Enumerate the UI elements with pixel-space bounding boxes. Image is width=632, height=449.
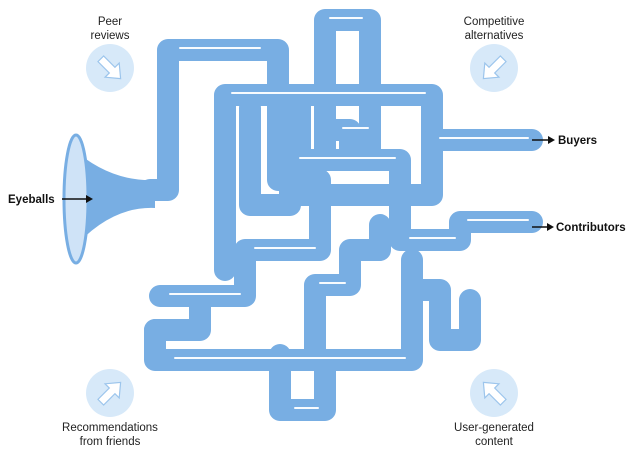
peer-reviews-input: Peer reviews — [86, 16, 134, 92]
pipe-bottom-loop — [269, 344, 336, 421]
recommendations-label-line2: from friends — [80, 436, 141, 448]
competitive-alternatives-input: Competitive alternatives — [464, 16, 525, 92]
arrow-down-left-icon — [482, 55, 507, 80]
eyeballs-arrow-head — [86, 195, 93, 203]
recommendations-label-line1: Recommendations — [62, 422, 158, 434]
arrow-up-left-icon — [482, 381, 507, 406]
user-generated-content-label-line2: content — [475, 436, 514, 448]
competitive-alternatives-label-line2: alternatives — [465, 30, 524, 42]
maze-pipes — [139, 9, 543, 421]
arrow-down-right-icon — [97, 55, 122, 80]
contributors-output: Contributors — [532, 222, 626, 234]
eyeballs-input: Eyeballs — [8, 194, 93, 206]
user-generated-content-input: User-generated content — [454, 369, 534, 448]
pipe-lower-loop — [144, 279, 481, 371]
pipe-highlights — [169, 17, 529, 409]
user-generated-content-label-line1: User-generated — [454, 422, 534, 434]
competitive-alternatives-label-line1: Competitive — [464, 16, 525, 28]
contributors-label: Contributors — [556, 222, 626, 234]
arrow-up-right-icon — [97, 381, 122, 406]
buyers-label: Buyers — [558, 135, 597, 147]
pipe-left-connector — [144, 285, 211, 341]
peer-reviews-label-line2: reviews — [91, 30, 130, 42]
buyers-output: Buyers — [532, 135, 597, 147]
buyers-arrow-head — [548, 136, 555, 144]
contributors-arrow-head — [547, 223, 554, 231]
peer-reviews-label-line1: Peer — [98, 16, 122, 28]
recommendations-input: Recommendations from friends — [62, 369, 158, 448]
pipe-lower-mid — [304, 214, 391, 371]
pipe-inner-snake — [239, 97, 543, 251]
eyeballs-label: Eyeballs — [8, 194, 55, 206]
funnel-horn — [72, 148, 155, 250]
